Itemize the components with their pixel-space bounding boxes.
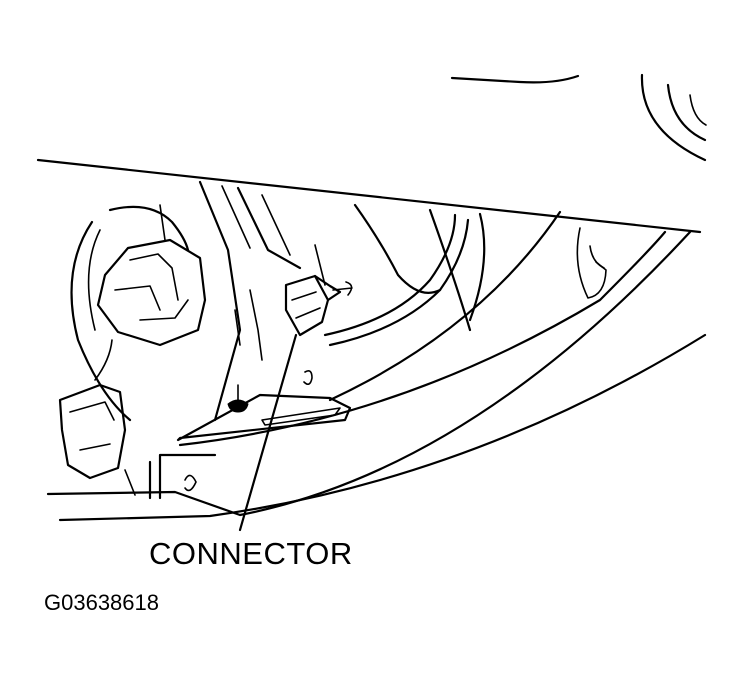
harness-pointer <box>314 244 326 286</box>
inner-panel-right <box>428 208 472 332</box>
panel-edge <box>468 212 486 322</box>
left-loom-inner <box>108 205 190 252</box>
relay-block <box>96 238 207 347</box>
left-loom-detail <box>87 204 166 331</box>
bracket-tab <box>184 474 197 492</box>
inner-panel-curve <box>353 203 442 294</box>
top-edge-line <box>450 74 580 84</box>
harness-wire-outer <box>323 213 457 337</box>
connector-latch <box>332 281 353 296</box>
connector-leader-line <box>238 333 298 532</box>
lower-module <box>58 383 127 480</box>
support-frame-inner <box>221 185 291 256</box>
connector-callout-label: CONNECTOR <box>149 536 353 571</box>
bracket-plate <box>176 393 352 442</box>
bumper-upper-curve <box>328 210 562 402</box>
wheel-arch-outer <box>640 73 707 162</box>
connector-body <box>284 274 330 337</box>
bumper-inner-curve <box>178 230 667 447</box>
module-wire <box>94 339 136 496</box>
wheel-arch-detail <box>689 94 707 126</box>
connector-front <box>313 274 342 302</box>
support-frame-left <box>198 180 242 422</box>
connector-ridge <box>291 291 321 319</box>
clip-right-inner <box>589 245 605 269</box>
lower-body-curve-mid <box>46 230 692 517</box>
frame-detail <box>234 289 263 361</box>
bracket-slot <box>261 407 341 426</box>
lower-module-detail <box>69 401 115 451</box>
support-frame-right <box>236 186 302 270</box>
bracket-hole <box>303 370 313 386</box>
bolt-head <box>227 399 249 413</box>
lower-body-curve-outer <box>58 333 707 522</box>
figure-id-label: G03638618 <box>44 590 159 615</box>
harness-wire-inner <box>328 218 470 347</box>
clip-right <box>576 227 607 299</box>
relay-block-facets <box>114 253 189 321</box>
left-loom-outer <box>70 220 132 422</box>
upper-body-line <box>36 158 702 234</box>
bracket-bottom-edge <box>148 453 217 500</box>
wheel-arch-inner <box>666 83 707 142</box>
